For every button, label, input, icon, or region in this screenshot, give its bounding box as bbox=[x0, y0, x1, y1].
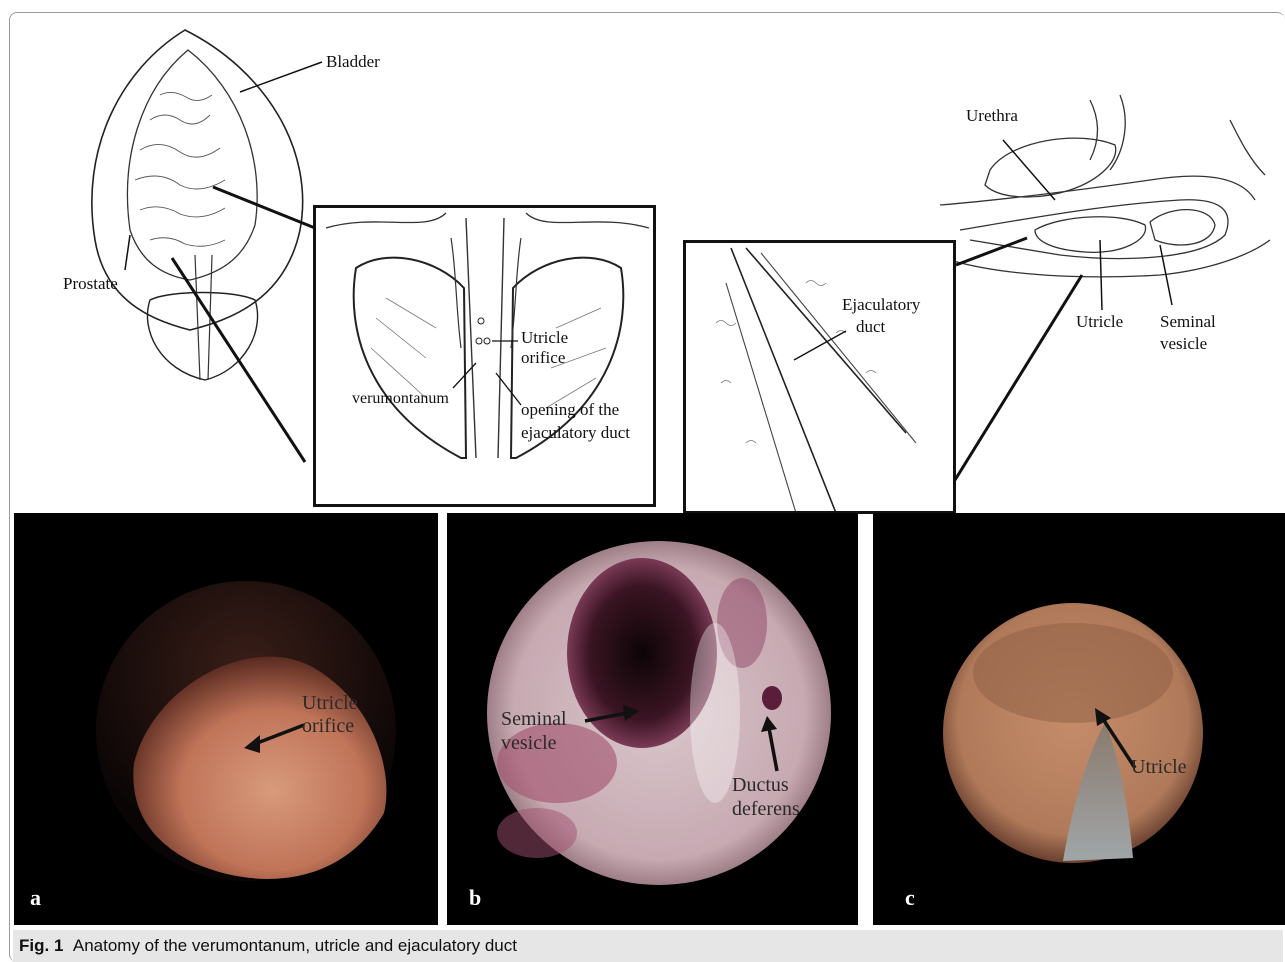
verumontanum-inset: Utricle orifice verumontanum opening of … bbox=[313, 205, 656, 507]
photo-b-label-left-1: Seminal bbox=[501, 709, 567, 729]
utricle-label: Utricle bbox=[1076, 312, 1123, 332]
verumontanum-drawing bbox=[316, 208, 656, 507]
endoscopic-view-a bbox=[14, 513, 438, 925]
photo-a-label-2: orifice bbox=[302, 716, 354, 736]
ejaculatory-label-1: Ejaculatory bbox=[842, 295, 920, 315]
panel-letter-b: b bbox=[469, 885, 481, 911]
ejaculatory-duct-drawing bbox=[686, 243, 956, 514]
endoscopy-photo-c: Utricle c bbox=[873, 513, 1285, 925]
photo-b-label-right-1: Ductus bbox=[732, 775, 789, 795]
figure-caption: Fig. 1 Anatomy of the verumontanum, utri… bbox=[13, 930, 1283, 962]
figure-caption-text: Anatomy of the verumontanum, utricle and… bbox=[73, 936, 517, 955]
bladder-texture bbox=[135, 92, 225, 246]
photo-a-label-1: Utricle bbox=[302, 693, 358, 713]
endoscopy-photo-a: Utricle orifice a bbox=[14, 513, 438, 925]
urethra-label: Urethra bbox=[966, 106, 1018, 126]
opening-label-1: opening of the bbox=[521, 400, 619, 420]
panel-letter-c: c bbox=[905, 885, 915, 911]
photo-b-label-right-2: deferens bbox=[732, 799, 826, 819]
panel-letter-a: a bbox=[30, 885, 41, 911]
endoscopic-view-c bbox=[873, 513, 1285, 925]
photo-b-label-left-2: vesicle bbox=[501, 733, 557, 753]
seminal-vesicle-label-1: Seminal bbox=[1160, 312, 1216, 332]
utricle-orifice-label-1: Utricle bbox=[521, 328, 568, 348]
opening-label-2: ejaculatory duct bbox=[521, 423, 630, 443]
figure-number: Fig. 1 bbox=[19, 936, 63, 955]
photo-c-label: Utricle bbox=[1131, 757, 1187, 777]
verumontanum-label: verumontanum bbox=[352, 390, 449, 408]
bladder-label: Bladder bbox=[326, 52, 380, 72]
prostate-label: Prostate bbox=[63, 274, 118, 294]
endoscopy-photo-b: Seminal vesicle Ductus deferens b bbox=[447, 513, 858, 925]
seminal-vesicle-label-2: vesicle bbox=[1160, 334, 1207, 354]
bladder-outline bbox=[92, 30, 303, 330]
ejaculatory-label-2: duct bbox=[856, 317, 885, 337]
utricle-orifice-label-2: orifice bbox=[521, 348, 565, 368]
ejaculatory-duct-inset: Ejaculatory duct bbox=[683, 240, 956, 514]
